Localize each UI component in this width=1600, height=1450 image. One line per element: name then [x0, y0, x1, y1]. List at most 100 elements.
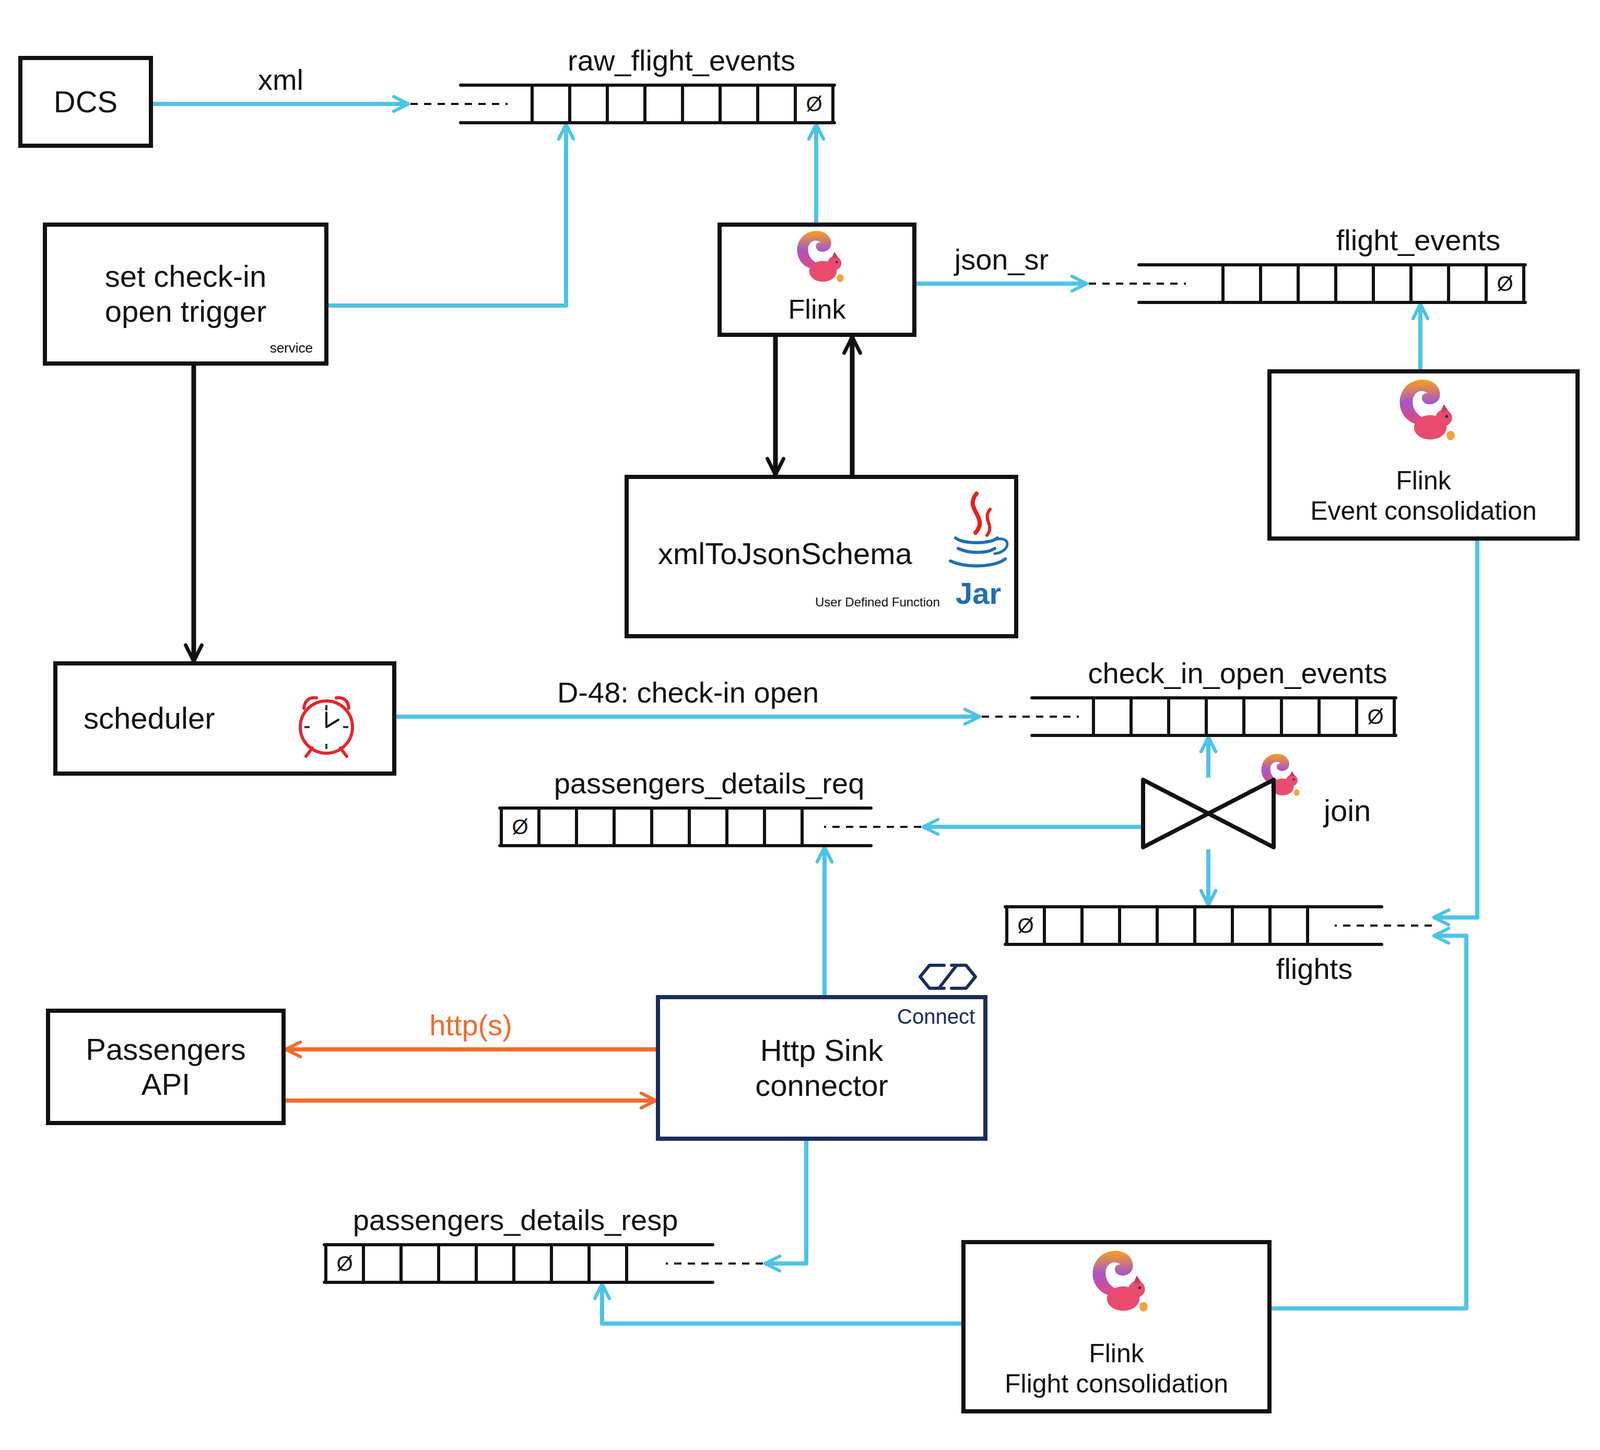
topic-band-line — [725, 807, 729, 846]
flow-arrow — [1433, 540, 1478, 917]
topic-band-line — [1031, 733, 1396, 737]
flink-job-box: FlinkFlight consolidation — [961, 1239, 1272, 1414]
clock-bell — [303, 697, 317, 709]
topic-band-line — [568, 85, 572, 123]
flow-arrow — [1271, 935, 1467, 1309]
edge-label: D-48: check-in open — [553, 675, 823, 710]
topic-band-line — [756, 85, 760, 123]
connect-logo — [920, 965, 976, 988]
topic-band-line — [1296, 264, 1300, 303]
topic-band-line — [1392, 697, 1396, 736]
flow-arrow — [773, 336, 779, 475]
alarm-clock — [300, 697, 353, 757]
log-start-marker: Ø — [336, 1252, 353, 1274]
flow-arrow — [285, 1046, 656, 1052]
log-start-marker: Ø — [805, 93, 822, 115]
flow-arrow — [1418, 303, 1423, 370]
flow-arrow — [1206, 736, 1211, 778]
topic-band-line — [1317, 697, 1321, 736]
edge-label: xml — [253, 63, 308, 97]
node-label: scheduler — [83, 700, 215, 736]
connectors — [153, 103, 1478, 1324]
topic-band-line — [324, 1242, 713, 1246]
flink-logo — [796, 230, 844, 282]
topic-band-line — [625, 1244, 629, 1282]
topic-band-line — [687, 807, 691, 846]
join-symbol: join — [1140, 777, 1276, 850]
topic-band-line — [605, 85, 609, 123]
flow-arrow — [328, 124, 567, 306]
java-logo — [950, 493, 1008, 566]
topic-band-line — [1138, 263, 1526, 267]
log-start-marker: Ø — [1496, 273, 1513, 294]
node-label: DCS — [53, 84, 118, 120]
topic-band-line — [1129, 697, 1133, 736]
java-saucer — [950, 558, 1006, 566]
flow-arrow — [153, 101, 409, 107]
node-label: Flight consolidation — [1004, 1368, 1229, 1399]
topic-band-line — [1522, 264, 1526, 303]
topic-band-line — [680, 85, 685, 123]
kafka-topic: raw_flight_eventsØ — [408, 83, 835, 125]
logo-text: Jar — [955, 575, 1002, 611]
topic-band-line — [643, 85, 647, 123]
topic-band-line — [1204, 697, 1208, 736]
topic-band-line — [399, 1244, 403, 1282]
clock-ticks — [304, 704, 349, 749]
java-steam — [986, 509, 991, 536]
topic-band — [324, 1242, 766, 1284]
topic-band — [1005, 904, 1434, 946]
topic-band-line — [1155, 906, 1159, 945]
log-start-marker: Ø — [511, 816, 528, 838]
clock-bell — [336, 697, 349, 709]
topic-band-line — [512, 1244, 516, 1282]
topic-band-line — [460, 83, 835, 87]
topic-band — [499, 806, 924, 847]
topic-open-end — [824, 825, 922, 828]
topic-open-end — [981, 715, 1079, 718]
flow-arrow — [285, 1098, 656, 1103]
topic-band-line — [1138, 300, 1526, 304]
topic-band-line — [499, 806, 872, 810]
topic-band-line — [800, 807, 804, 846]
java-cup — [994, 538, 1008, 554]
topic-band-line — [324, 1280, 713, 1284]
java-cup — [955, 537, 998, 543]
topic-band-line — [474, 1244, 478, 1282]
flow-arrow — [602, 1283, 962, 1324]
topic-band-line — [499, 807, 503, 846]
box-caption: User Defined Function — [815, 594, 940, 610]
system-box: DCS — [18, 55, 154, 148]
topic-band-line — [1080, 906, 1084, 945]
topic-band-line — [1268, 906, 1272, 945]
edge-label: json_sr — [950, 242, 1054, 277]
topic-band-line — [612, 807, 616, 846]
node-label: Http Sink connector — [735, 1032, 909, 1103]
topic-band-line — [1005, 906, 1009, 945]
topic-band-line — [650, 807, 654, 846]
node-label: Passengers API — [79, 1031, 253, 1102]
topic-band-line — [324, 1244, 328, 1282]
flow-arrow — [916, 281, 1087, 286]
topic-band-line — [1279, 697, 1284, 736]
topic-band-line — [1306, 906, 1310, 945]
topic-name: passengers_details_req — [554, 766, 865, 800]
clock-leg — [306, 747, 347, 757]
kafka-topic: passengers_details_reqØ — [499, 806, 924, 847]
topic-band-line — [1409, 264, 1413, 303]
topic-band-line — [530, 85, 534, 123]
topic-band-line — [1118, 906, 1122, 945]
flink-logo — [1261, 753, 1300, 796]
flow-arrow — [923, 824, 1141, 829]
topic-band-line — [1334, 264, 1338, 303]
flow-arrow — [814, 124, 819, 223]
topic-band-line — [460, 121, 835, 125]
topic-band-line — [549, 1244, 554, 1282]
java-steam — [972, 493, 980, 533]
topic-band-line — [361, 1244, 366, 1282]
topic-band-line — [718, 85, 722, 123]
topic-band-line — [1371, 264, 1375, 303]
flow-arrow — [1206, 849, 1211, 905]
node-label: Flink — [788, 293, 846, 326]
